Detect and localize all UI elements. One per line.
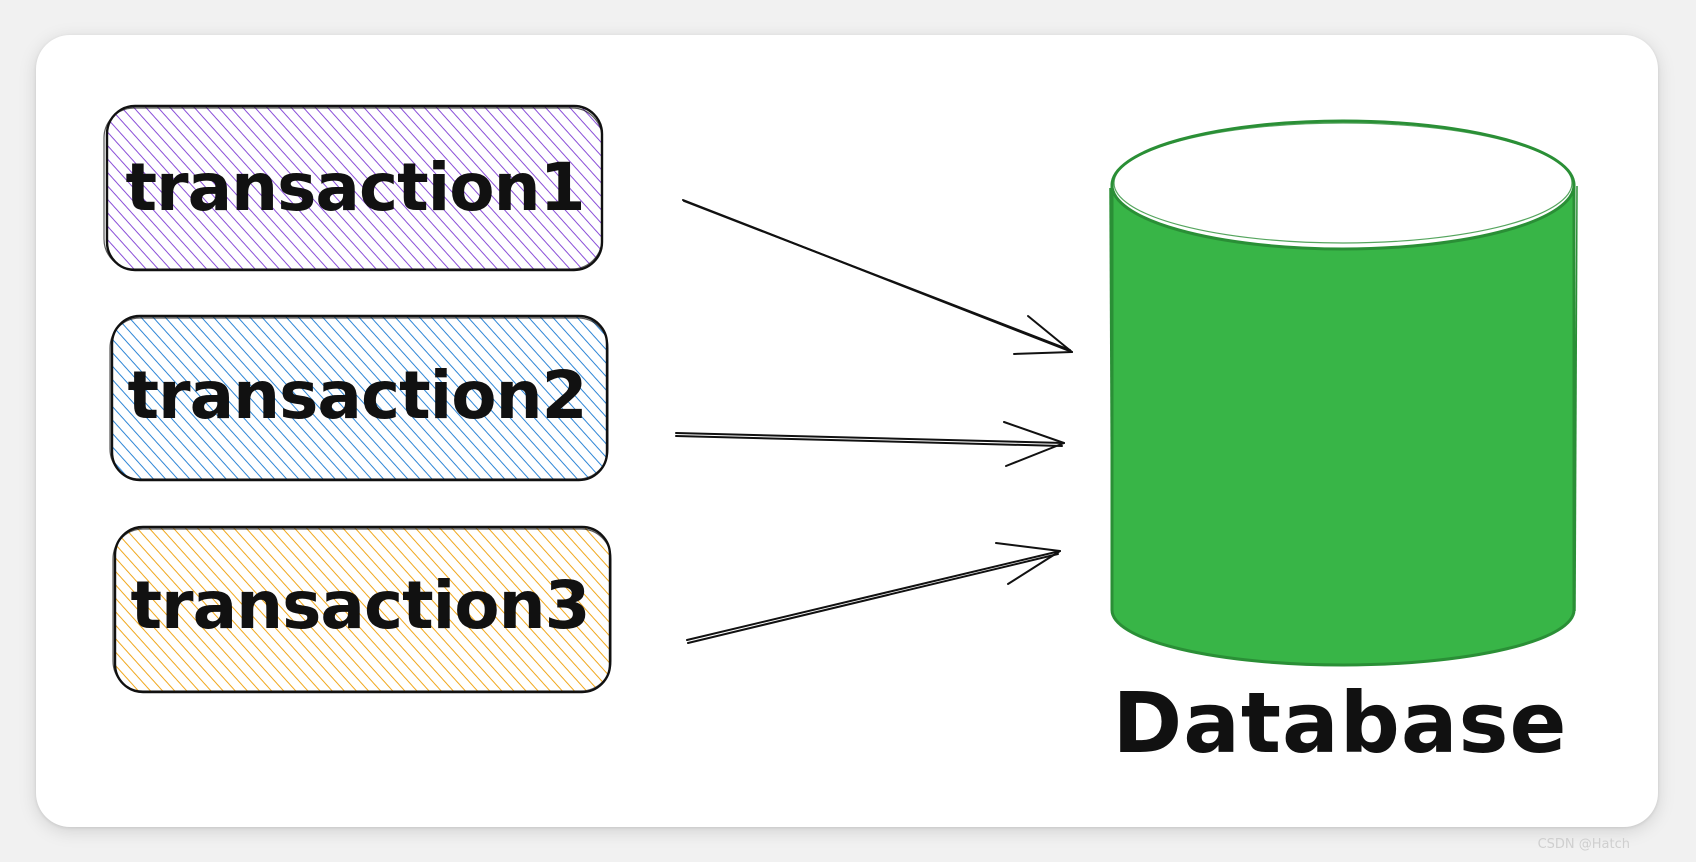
transaction-box-1: transaction1 <box>103 104 604 272</box>
transaction-box-3: transaction3 <box>112 525 612 694</box>
database-cylinder <box>1109 119 1578 667</box>
watermark-text: CSDN @Hatch <box>1538 837 1630 852</box>
transaction-label-3: transaction3 <box>131 567 590 644</box>
arrow-1 <box>682 199 1073 355</box>
transaction-label-2: transaction2 <box>128 357 587 434</box>
transaction-box-2: transaction2 <box>109 314 609 482</box>
arrow-3 <box>686 542 1061 644</box>
arrow-2 <box>675 421 1065 467</box>
database-label: Database <box>1112 674 1567 772</box>
transaction-label-1: transaction1 <box>126 149 585 226</box>
